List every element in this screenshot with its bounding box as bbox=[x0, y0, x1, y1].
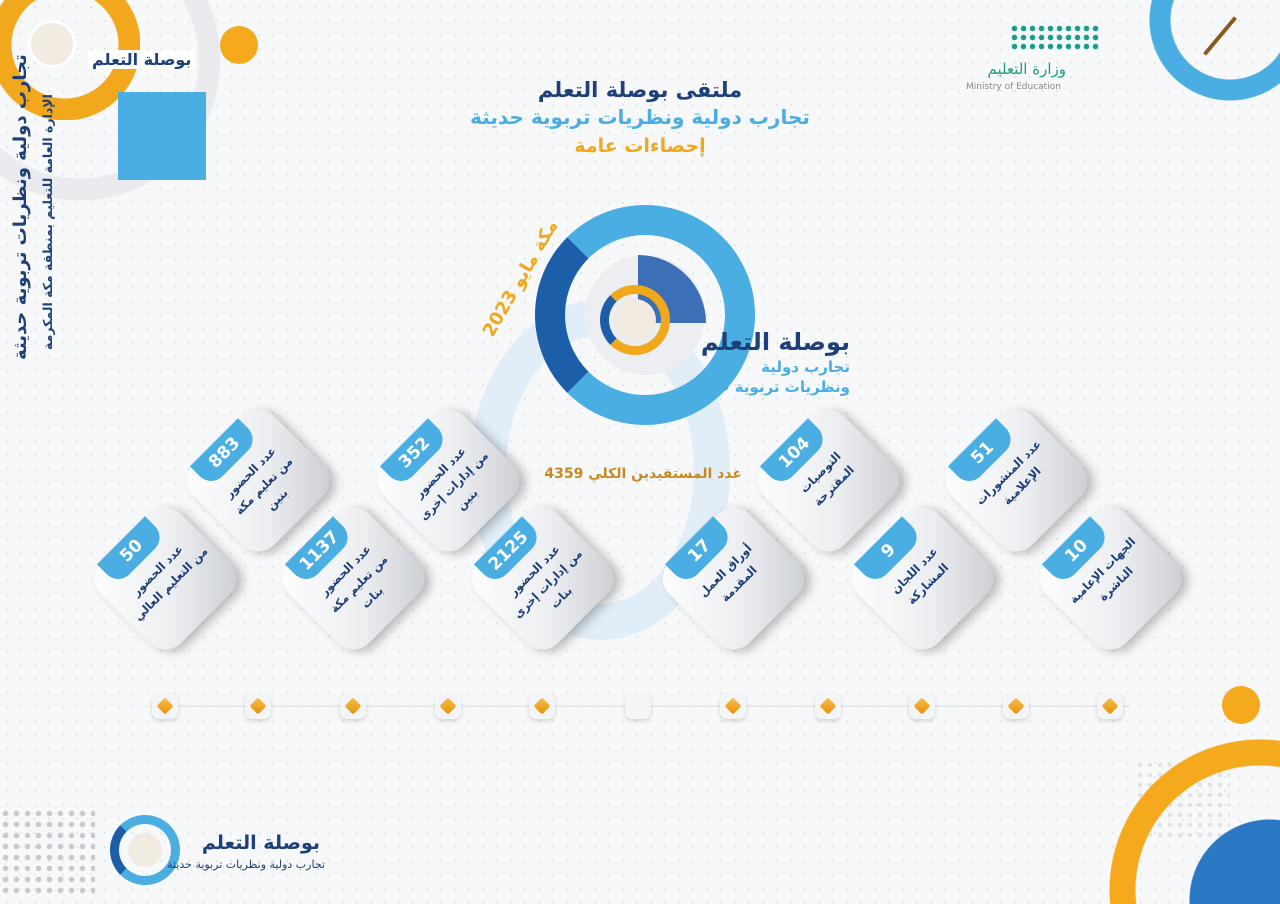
timeline-marker bbox=[625, 693, 651, 719]
diamond-icon bbox=[1101, 697, 1119, 715]
timeline-marker bbox=[1003, 693, 1029, 719]
center-tag2: ونظريات تربوية حديثة bbox=[689, 378, 850, 396]
orange-dot bbox=[1222, 686, 1260, 724]
center-orange-ring bbox=[600, 285, 670, 355]
clock-icon bbox=[614, 299, 656, 341]
diamond-icon bbox=[1007, 697, 1025, 715]
center-tag1: تجارب دولية bbox=[761, 358, 850, 376]
diamond-icon bbox=[819, 697, 837, 715]
timeline-marker bbox=[152, 693, 178, 719]
ministry-name-ar: وزارة التعليم bbox=[987, 60, 1066, 78]
diamond-icon bbox=[249, 697, 267, 715]
footer-logo-tag: تجارب دولية ونظريات تربوية حديثة bbox=[167, 858, 325, 871]
diamond-icon bbox=[439, 697, 457, 715]
clock-icon bbox=[28, 20, 76, 68]
footer-logo-name: بوصلة التعلم bbox=[201, 832, 320, 854]
clock-icon bbox=[128, 833, 162, 867]
center-brand: بوصلة التعلم bbox=[700, 328, 850, 356]
timeline-marker bbox=[340, 693, 366, 719]
top-left-logo-text: بوصلة التعلم bbox=[88, 50, 196, 69]
timeline-marker bbox=[245, 693, 271, 719]
header-title: ملتقى بوصلة التعلم bbox=[537, 78, 743, 102]
diamond-icon bbox=[913, 697, 931, 715]
timeline-marker bbox=[909, 693, 935, 719]
timeline-marker bbox=[529, 693, 555, 719]
diamond-icon bbox=[724, 697, 742, 715]
header-subtitle: تجارب دولية ونظريات تربوية حديثة bbox=[470, 105, 810, 129]
orange-dot bbox=[220, 26, 258, 64]
timeline-marker bbox=[1097, 693, 1123, 719]
total-beneficiaries: عدد المستفيدين الكلي 4359 bbox=[544, 466, 742, 482]
bottom-right-decor bbox=[1100, 730, 1280, 904]
side-title: تجارب دولية ونظريات تربوية حديثة bbox=[10, 54, 31, 360]
dot-grid bbox=[0, 808, 95, 898]
timeline-marker bbox=[435, 693, 461, 719]
timeline-marker bbox=[815, 693, 841, 719]
header-section: إحصاءات عامة bbox=[574, 135, 706, 157]
blue-block bbox=[118, 92, 206, 180]
diamond-icon bbox=[156, 697, 174, 715]
ministry-name-en: Ministry of Education bbox=[966, 82, 1061, 92]
ministry-logo-dots bbox=[1010, 24, 1100, 50]
footer-logo-ring bbox=[110, 815, 180, 885]
diamond-icon bbox=[344, 697, 362, 715]
timeline-marker bbox=[720, 693, 746, 719]
diamond-icon bbox=[533, 697, 551, 715]
side-subtitle: الإدارة العامة للتعليم بمنطقة مكة المكرم… bbox=[40, 94, 55, 350]
